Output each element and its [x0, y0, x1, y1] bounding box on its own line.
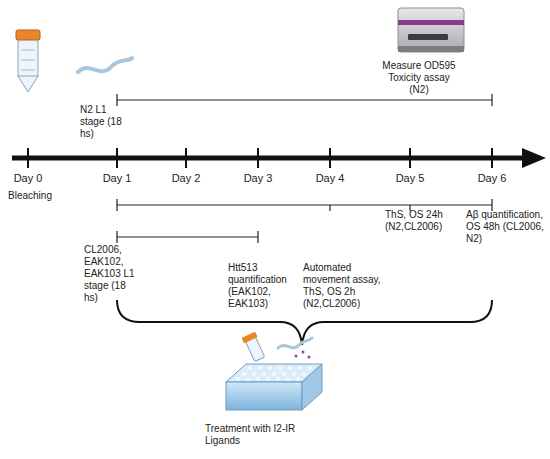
treatment-note: Treatment with I2-IR Ligands: [205, 423, 317, 447]
worm-icon: [78, 58, 132, 72]
plate-reader-icon: [398, 8, 464, 52]
tube-icon: [16, 30, 40, 92]
step-note: Bleaching: [2, 190, 58, 202]
day-label: Day 2: [161, 172, 211, 185]
period-bracket: [117, 199, 492, 243]
day-label: Day 6: [467, 172, 517, 185]
assay-note: Htt513 quantification (EAK102, EAK103): [228, 262, 298, 310]
assay-note: ThS, OS 24h (N2,CL2006): [385, 209, 455, 233]
day-label: Day 3: [233, 172, 283, 185]
assay-note: Aβ quantification, OS 48h (CL2006, N2): [466, 209, 544, 245]
day-label: Day 5: [385, 172, 435, 185]
assay-note: Measure OD595 Toxicity assay (N2): [378, 60, 460, 96]
tube-icon: [242, 332, 267, 363]
day-label: Day 1: [92, 172, 142, 185]
strain-note: CL2006, EAK102, EAK103 L1 stage (18 hs): [84, 244, 136, 304]
timeline-arrow: [12, 148, 546, 168]
day-ticks: [28, 148, 492, 168]
day-label: Day 0: [3, 172, 53, 185]
worm-icon: [278, 338, 312, 348]
ligand-dots: [295, 351, 311, 359]
well-plate-icon: [226, 364, 322, 410]
period-bracket: [117, 94, 492, 106]
day-label: Day 4: [305, 172, 355, 185]
strain-note: N2 L1 stage (18 hs): [80, 104, 128, 140]
assay-note: Automated movement assay, ThS, OS 2h (N2…: [303, 262, 383, 310]
